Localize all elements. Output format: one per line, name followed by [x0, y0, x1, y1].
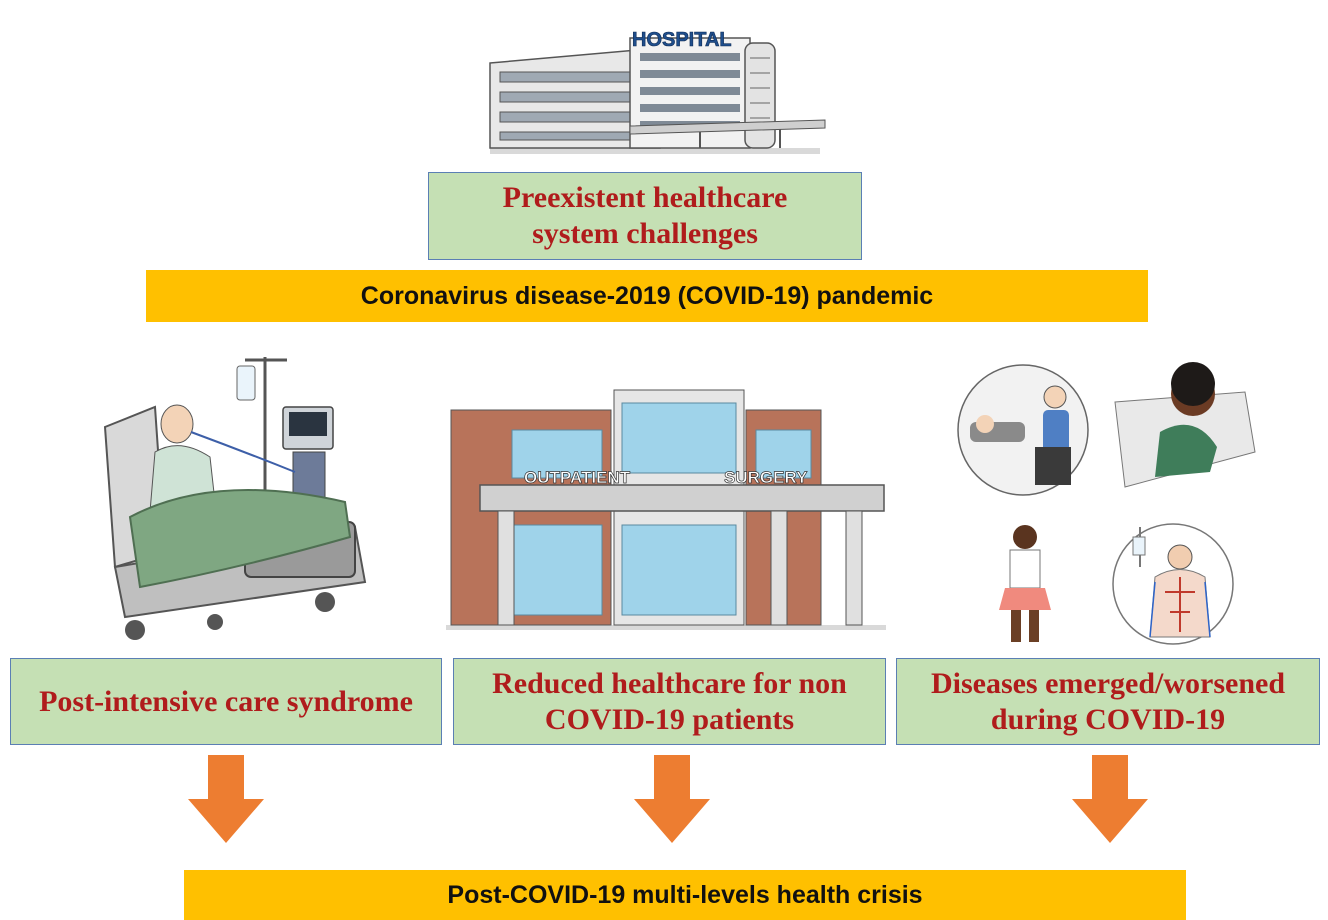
- hospital-illustration: HOSPITAL: [489, 29, 826, 154]
- surgery-sign: SURGERY: [724, 468, 808, 487]
- pandemic-bar-label: Coronavirus disease-2019 (COVID-19) pand…: [360, 281, 934, 310]
- reduced-healthcare-line2: COVID-19 patients: [544, 702, 795, 736]
- preexistent-challenges-box: Preexistent healthcare system challenges: [428, 172, 862, 260]
- outpatient-sign: OUTPATIENT: [524, 468, 631, 487]
- down-arrow-icon: [1072, 755, 1148, 843]
- preexistent-challenges-line1: Preexistent healthcare: [502, 181, 788, 214]
- diseases-emerged-line1: Diseases emerged/worsened: [930, 666, 1286, 700]
- diseases-emerged-box: Diseases emerged/worsened during COVID-1…: [896, 658, 1320, 745]
- icu-patient-illustration: [103, 357, 367, 640]
- reduced-healthcare-box: Reduced healthcare for non COVID-19 pati…: [453, 658, 886, 745]
- post-intensive-care-label: Post-intensive care syndrome: [39, 684, 413, 718]
- diseases-illustration: [957, 362, 1256, 645]
- down-arrow-icon: [634, 755, 710, 843]
- health-crisis-bar: Post-COVID-19 multi-levels health crisis: [184, 870, 1186, 920]
- post-intensive-care-box: Post-intensive care syndrome: [10, 658, 442, 745]
- pandemic-bar: Coronavirus disease-2019 (COVID-19) pand…: [146, 270, 1148, 322]
- diseases-emerged-line2: during COVID-19: [990, 702, 1226, 736]
- hospital-sign: HOSPITAL: [632, 29, 732, 51]
- health-crisis-label: Post-COVID-19 multi-levels health crisis: [447, 880, 923, 909]
- down-arrow-icon: [188, 755, 264, 843]
- outpatient-building-illustration: OUTPATIENT SURGERY: [446, 389, 886, 630]
- reduced-healthcare-line1: Reduced healthcare for non: [492, 666, 847, 700]
- preexistent-challenges-line2: system challenges: [532, 217, 758, 250]
